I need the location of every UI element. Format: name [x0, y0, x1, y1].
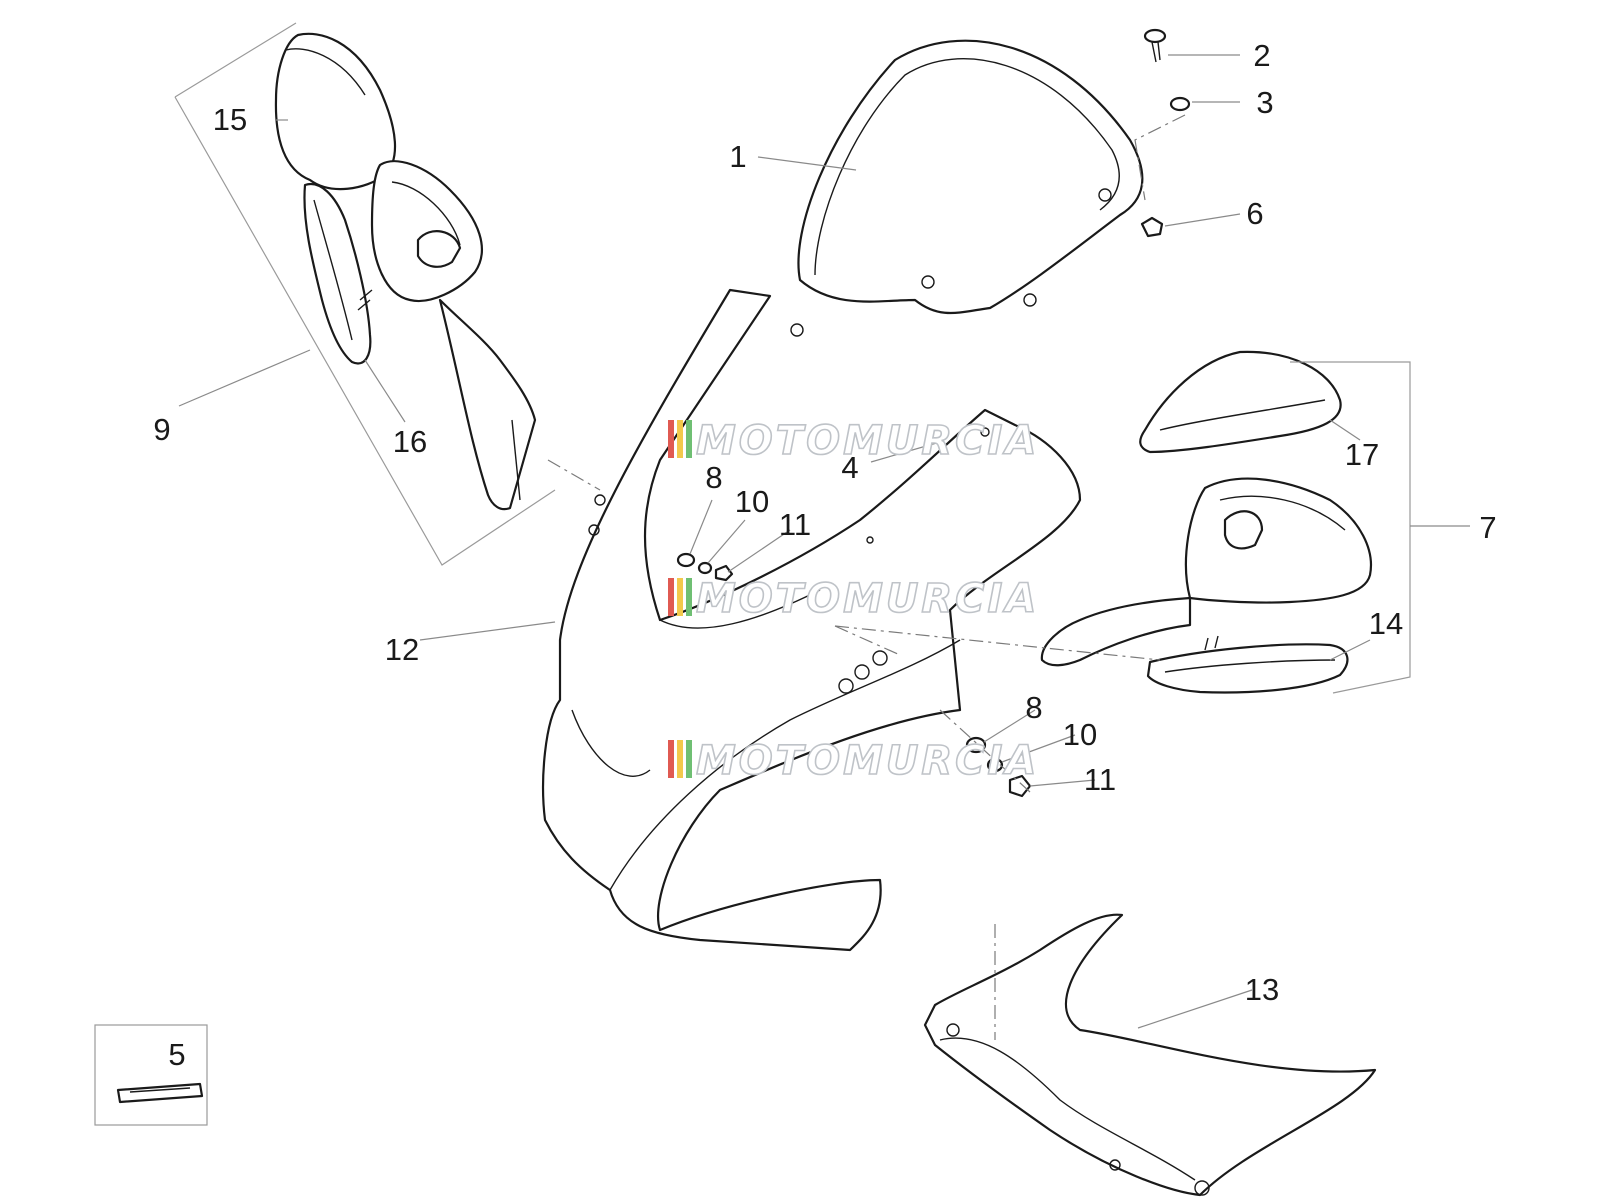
callout-10-lower: 10 [1063, 717, 1097, 752]
watermark-stripe-yellow [677, 420, 683, 458]
callout-1: 1 [729, 139, 746, 174]
watermark-text: MOTOMURCIA [696, 576, 1039, 622]
callout-13: 13 [1245, 972, 1279, 1007]
callout-2: 2 [1253, 38, 1270, 73]
callout-8-upper: 8 [705, 460, 722, 495]
watermark-stripe-red [668, 740, 674, 778]
watermark-bottom: MOTOMURCIA [668, 737, 1039, 785]
watermark-stripe-green [686, 740, 692, 778]
left-mirror-glass [274, 32, 397, 191]
watermark-top: MOTOMURCIA [668, 417, 1039, 465]
callout-15: 15 [213, 102, 247, 137]
watermark-text: MOTOMURCIA [696, 738, 1039, 784]
callout-5: 5 [168, 1037, 185, 1072]
callout-7: 7 [1479, 510, 1496, 545]
watermark-stripe-yellow [677, 740, 683, 778]
right-turn-signal [1146, 635, 1349, 694]
callout-14: 14 [1369, 606, 1403, 641]
watermark-middle: MOTOMURCIA [668, 575, 1039, 623]
watermark-text: MOTOMURCIA [696, 418, 1039, 464]
group-brackets [174, 22, 1470, 694]
left-turn-signal [303, 182, 373, 365]
front-fairing [542, 288, 1082, 952]
watermark-stripe-green [686, 420, 692, 458]
left-mirror-housing [370, 160, 537, 511]
nut-11-upper [714, 564, 734, 582]
callout-12: 12 [385, 632, 419, 667]
watermark-stripe-green [686, 578, 692, 616]
callout-11-upper: 11 [779, 507, 811, 542]
washer-10-upper [697, 561, 713, 575]
watermark-stripe-red [668, 578, 674, 616]
callout-9: 9 [153, 412, 170, 447]
washer-3 [1169, 96, 1191, 112]
callout-6: 6 [1246, 196, 1263, 231]
callout-numbers: 1 2 3 4 5 6 7 8 8 9 10 10 11 11 12 13 14… [153, 38, 1496, 1072]
nut-11-lower [1008, 774, 1032, 798]
hardware [676, 28, 1191, 798]
lower-fairing [923, 913, 1377, 1197]
callout-3: 3 [1256, 85, 1273, 120]
assembly-lines [547, 114, 1186, 1040]
right-mirror-glass [1139, 350, 1342, 454]
washer-8-upper [676, 552, 696, 568]
washer-10-lower [986, 757, 1004, 773]
screw-2 [1143, 28, 1167, 63]
callout-10-upper: 10 [735, 484, 769, 519]
callout-11-lower: 11 [1084, 762, 1116, 797]
watermark-stripe-yellow [677, 578, 683, 616]
windscreen [790, 39, 1144, 337]
washer-8-lower [965, 736, 987, 754]
nut-6 [1140, 216, 1164, 238]
watermark-stripe-red [668, 420, 674, 458]
right-mirror-housing [1040, 477, 1373, 667]
callout-17: 17 [1345, 437, 1379, 472]
callout-4: 4 [841, 450, 858, 485]
part-5-inset [94, 1024, 208, 1126]
callout-16: 16 [393, 424, 427, 459]
callout-8-lower: 8 [1025, 690, 1042, 725]
leader-lines [178, 54, 1371, 1029]
